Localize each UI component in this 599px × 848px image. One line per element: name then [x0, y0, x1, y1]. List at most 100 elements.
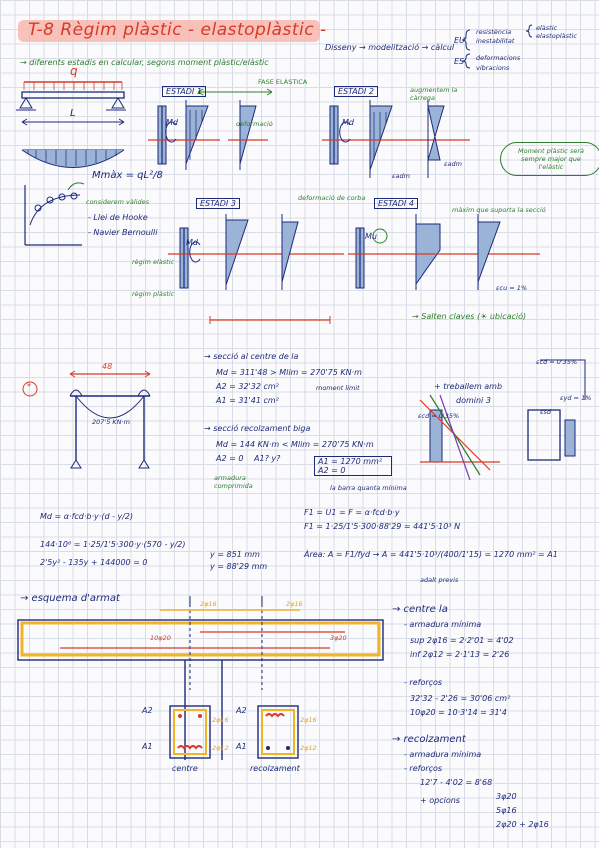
r-reforcos-2: - reforços [404, 764, 443, 773]
eps-cd-label-2: εcd = 0'35% [418, 412, 460, 420]
md-check-1: Md = 311'48 > Mlim = 270'75 KN·m [216, 368, 362, 377]
a1-box-value: A1 = 1270 mm² [318, 457, 383, 466]
r-centre-heading: → centre la [392, 604, 448, 615]
augmentem-note: augmentem la càrrega [410, 86, 458, 102]
max-suporta-note: màxim que suporta la secció [452, 206, 546, 214]
regim-plastic-label: règim plàstic [132, 290, 175, 298]
treball-note: + treballem amb [434, 382, 503, 391]
section-a2-label-1: A2 [142, 706, 153, 715]
md-label-e1: Md [166, 118, 178, 127]
page-title: T-8 Règim plàstic - elastoplàstic - [28, 20, 327, 40]
estadi-2-label: ESTADI 2 [334, 86, 378, 97]
armadura-minima-note: la barra quanta mínima [330, 484, 407, 492]
section-recolzament [257, 705, 299, 759]
section-bar-label-1: 2φ16 [212, 716, 229, 724]
armadura-comprimida-note: armadura comprimida [214, 474, 253, 490]
section-a2-label-2: A2 [236, 706, 247, 715]
r-ref-calc-2: 10φ20 = 10·3'14 = 31'4 [410, 708, 507, 717]
bar-top-label-2: 2φ16 [286, 600, 303, 608]
estadi-4-diagram [348, 214, 540, 290]
esquema-heading: → esquema d'armat [20, 593, 120, 604]
load-q: q [70, 64, 78, 78]
moment-limit-note: moment límit [316, 384, 360, 392]
brace-elastic [525, 24, 533, 38]
md-label-e3: Md [186, 238, 198, 247]
reinforcement-schematic [17, 596, 384, 760]
equation-substituted: 144·10⁶ = 1·25/1'5·300·y·(570 - y/2) [40, 540, 186, 549]
a2-result-2: A2 = 0 [216, 454, 244, 463]
title-highlight [18, 20, 320, 42]
eps-cd-label: εcd = 0'35% [536, 358, 578, 366]
eu-label: EU [454, 36, 465, 45]
a2-box-value: A2 = 0 [318, 466, 346, 475]
equation-area: Àrea: A = F1/fyd → A = 441'5·10³/(400/1'… [304, 550, 558, 559]
bar-top-label-1: 2φ16 [200, 600, 217, 608]
intro-line: → diferents estadis en calcular, segons … [20, 58, 269, 67]
estadi-3-label: ESTADI 3 [196, 198, 240, 209]
r-recolzament-heading: → recolzament [392, 734, 466, 745]
centre-section-caption: centre [172, 764, 198, 773]
recolzament-section-caption: recolzament [250, 764, 300, 773]
r-reforc-calc: 12'7 - 4'02 = 8'68 [420, 778, 493, 787]
eu-item-resistencia: resistència [476, 28, 512, 36]
equation-force: F1 = U1 = F = α·fcd·b·y [304, 508, 400, 517]
section-bar-label-6: 2φ16 [300, 716, 317, 724]
bar-center-label-1: 10φ20 [150, 634, 171, 642]
design-flow: Disseny → modelització → càlcul [325, 43, 455, 52]
frame-load-label: 48 [102, 362, 113, 371]
a1-unknown: A1? y? [254, 454, 281, 463]
estadi-1-diagram [148, 88, 273, 170]
r-armadura-minima-2: - armadura mínima [404, 750, 482, 759]
a1-result-1: A1 = 31'41 cm² [216, 396, 279, 405]
domain-3-sketch [419, 359, 586, 481]
eu-item-elastic: elàstic [536, 24, 558, 32]
r-sup-bars: sup 2φ16 = 2·2'01 = 4'02 [410, 636, 514, 645]
section-centre [169, 705, 211, 759]
stress-strain-sketch [24, 182, 85, 246]
fase-elastica-label: FASE ELÀSTICA [258, 78, 308, 86]
salt-claves-note: → Salten claves (☀ ubicació) [412, 312, 527, 321]
domini-3-label: domini 3 [456, 396, 491, 405]
es-item-deformacions: deformacions [476, 54, 521, 62]
deformacio-note: deformació [236, 120, 273, 128]
result-box: A1 = 1270 mm² A2 = 0 [314, 456, 392, 476]
frame-moment-label: 207'5 KN·m [92, 418, 130, 426]
considerem-note: considerem vàlides [86, 198, 150, 206]
eu-item-inestabilitat: inestabilitat [476, 37, 515, 45]
y-solution-2: y = 88'29 mm [210, 562, 268, 571]
hooke-law: - Llei de Hooke [88, 213, 148, 222]
regim-elastic-label: règim elàstic [132, 258, 175, 266]
eps-yd-label: εyd = 1% [560, 394, 592, 402]
portal-frame-diagram [22, 370, 151, 469]
plastic-moment-note: Moment plàstic serà sempre major que l'e… [500, 142, 599, 176]
y-solution-1: y = 851 mm [210, 550, 260, 559]
estadi-4-label: ESTADI 4 [374, 198, 418, 209]
eu-item-elastoplastic: elastoplàstic [536, 32, 577, 40]
md-label-e2: Md [342, 118, 354, 127]
section-bar-label-4: 2φ12 [300, 744, 317, 752]
ecu-label: εcu = 1% [496, 284, 528, 292]
estadi-3-diagram [168, 214, 344, 290]
r-armadura-minima: - armadura mínima [404, 620, 482, 629]
section-a1-label-1: A1 [142, 742, 153, 751]
es-item-vibracions: vibracions [476, 64, 510, 72]
r-reforcos: - reforços [404, 678, 443, 687]
r-opcions: + opcions [420, 796, 460, 805]
star-marker: * [27, 382, 31, 391]
span-L: L [70, 108, 76, 119]
r-option-1: 3φ20 [496, 792, 517, 801]
section-a1-label-2: A1 [236, 742, 247, 751]
r-ref-calc-1: 32'32 - 2'26 = 30'06 cm² [410, 694, 511, 703]
r-option-3: 2φ20 + 2φ16 [496, 820, 549, 829]
equation-md: Md = α·fcd·b·y·(d - y/2) [40, 512, 134, 521]
es-label: ES [454, 57, 465, 66]
seccio-recolzament-heading: → secció recolzament biga [204, 424, 311, 433]
bar-center-label-2: 3φ20 [330, 634, 347, 642]
equation-force-value: F1 = 1·25/1'5·300·88'29 = 441'5·10³ N [304, 522, 461, 531]
brace-es [461, 53, 471, 69]
brace-eu [461, 29, 471, 51]
estadi-1-label: ESTADI 1 [162, 86, 206, 97]
a2-result-1: A2 = 32'32 cm² [216, 382, 279, 391]
section-bar-label-3: 2φ12 [212, 744, 229, 752]
